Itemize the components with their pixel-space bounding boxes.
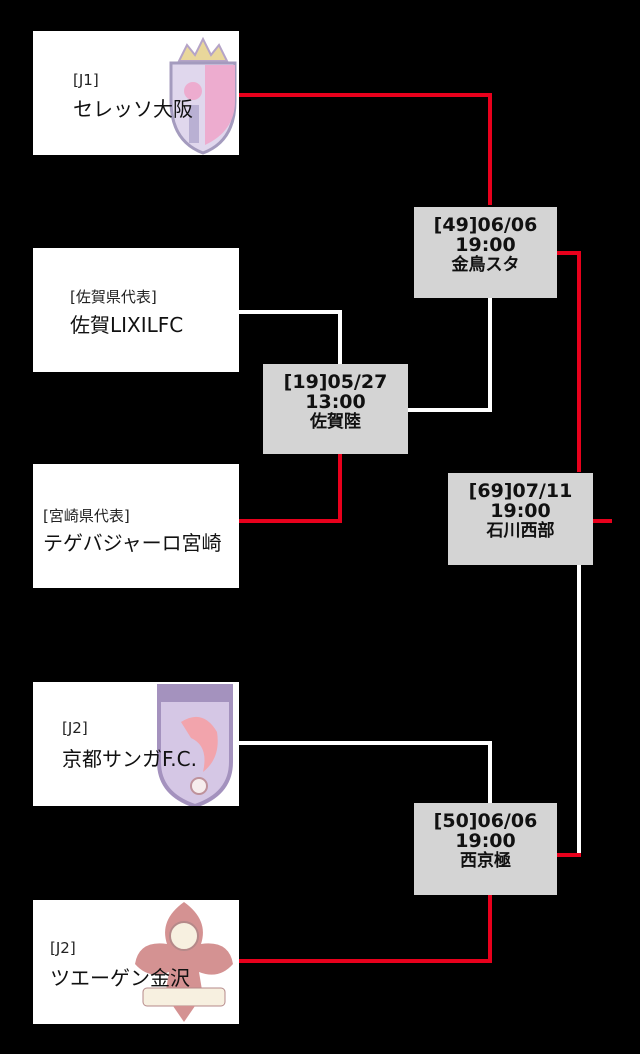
match-box-19: [19]05/27 13:00 佐賀陸 — [263, 364, 408, 454]
match-number-date: [50]06/06 — [433, 810, 538, 832]
match-venue: 佐賀陸 — [310, 412, 361, 432]
cerezo-osaka-crest-icon — [169, 36, 237, 155]
match-box-69: [69]07/11 19:00 石川西部 — [448, 473, 593, 565]
match-time: 19:00 — [490, 500, 551, 522]
team-tag: [J1] — [73, 71, 99, 89]
match-number-date: [19]05/27 — [283, 371, 388, 393]
team-box-tegevajaro-miyazaki: [宮崎県代表] テゲバジャーロ宮崎 — [33, 464, 239, 588]
winner-line-cerezo — [239, 93, 492, 205]
winner-line-zweigen — [239, 893, 492, 963]
team-tag: [宮崎県代表] — [43, 507, 130, 525]
match-time: 13:00 — [305, 391, 366, 413]
zweigen-kanazawa-crest-icon — [135, 902, 233, 1022]
match-venue: 石川西部 — [486, 521, 555, 541]
match-venue: 金鳥スタ — [451, 255, 520, 275]
team-box-cerezo-osaka: [J1] セレッソ大阪 — [33, 31, 239, 155]
team-name: ツエーゲン金沢 — [50, 966, 190, 990]
match-box-50: [50]06/06 19:00 西京極 — [414, 803, 557, 895]
winner-line-tegevajaro — [239, 453, 342, 523]
team-box-saga-lixil: [佐賀県代表] 佐賀LIXILFC — [33, 248, 239, 372]
match-number-date: [69]07/11 — [468, 480, 573, 502]
team-name: テゲバジャーロ宮崎 — [43, 531, 222, 555]
team-box-kyoto-sanga: [J2] 京都サンガF.C. — [33, 682, 239, 806]
match-time: 19:00 — [455, 830, 516, 852]
match-number-date: [49]06/06 — [433, 214, 538, 236]
path-line-m19-up — [408, 275, 492, 412]
team-tag: [佐賀県代表] — [70, 288, 157, 306]
team-box-zweigen-kanazawa: [J2] ツエーゲン金沢 — [33, 900, 239, 1024]
match-venue: 西京極 — [460, 851, 511, 871]
winner-line-m49 — [557, 251, 581, 472]
team-name: 京都サンガF.C. — [62, 747, 197, 771]
team-name: 佐賀LIXILFC — [70, 313, 184, 337]
team-tag: [J2] — [50, 939, 76, 957]
match-time: 19:00 — [455, 234, 516, 256]
match-box-49: [49]06/06 19:00 金鳥スタ — [414, 207, 557, 298]
team-name: セレッソ大阪 — [73, 97, 193, 121]
kyoto-sanga-crest-icon — [157, 684, 233, 806]
team-tag: [J2] — [62, 719, 88, 737]
path-line-kyoto — [239, 741, 492, 805]
